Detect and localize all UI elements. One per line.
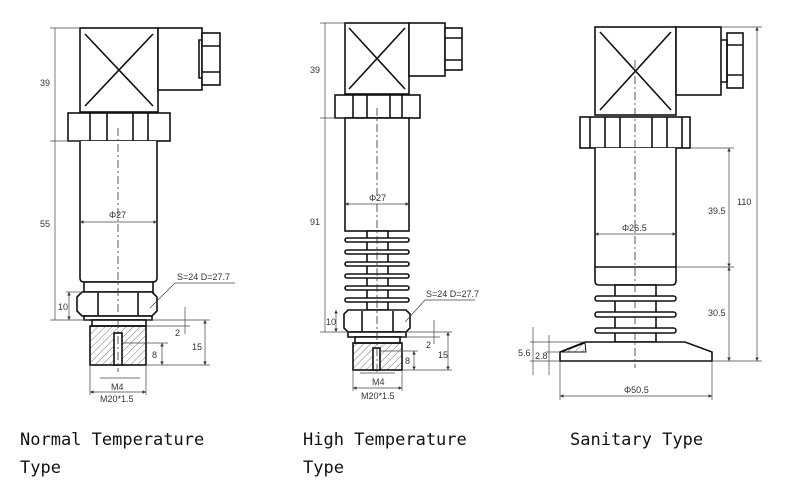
cable-connector [157,27,203,91]
high-temperature-drawing: 39 91 10 Φ27 S=24 D=27.7 2 15 8 M4 M20*1… [310,22,479,401]
cross-mark-icon [599,31,672,111]
dim-55: 55 [40,219,50,229]
dim-diameter: Φ26.5 [622,223,647,233]
sanitary-drawing: 110 39.5 30.5 Φ26.5 5.6 2.8 Φ50.5 [518,26,762,400]
dim-30-5: 30.5 [708,308,726,318]
cooling-fins [594,295,677,334]
dim-m4: M4 [111,382,124,392]
dim-10: 10 [58,302,68,312]
dim-5-6: 5.6 [518,348,531,358]
cable-gland-nut [201,32,221,86]
dim-91: 91 [310,217,320,227]
dim-diameter: Φ27 [369,193,386,203]
dim-diameter: Φ27 [109,210,126,220]
dim-39: 39 [310,65,320,75]
hex-spec: S=24 D=27.7 [426,289,479,299]
dim-2: 2 [175,328,180,338]
caption-line: Sanitary Type [570,430,704,450]
dim-39-5: 39.5 [708,206,726,216]
dim-2-8: 2.8 [535,351,548,361]
dim-39: 39 [40,78,50,88]
dim-2: 2 [426,340,431,350]
knurled-ring [67,112,171,142]
caption-line: Type [20,458,61,478]
caption-line: Normal Temperature [20,430,205,450]
dim-10: 10 [326,317,336,327]
dim-15: 15 [192,342,202,352]
dim-110: 110 [737,197,751,207]
dim-thread: M20*1.5 [361,391,395,401]
caption-high-temperature: High Temperature Type [303,426,467,482]
dim-thread: M20*1.5 [100,394,134,404]
dim-15: 15 [438,350,448,360]
caption-sanitary: Sanitary Type [570,426,703,454]
caption-line: High Temperature [303,430,467,450]
hex-nut [76,291,158,317]
hex-spec: S=24 D=27.7 [177,272,230,282]
dim-flange-diameter: Φ50.5 [624,385,649,395]
cross-mark-icon [348,27,406,90]
dim-m4: M4 [372,377,385,387]
caption-line: Type [303,458,344,478]
caption-normal-temperature: Normal Temperature Type [20,426,204,482]
dim-8: 8 [152,350,157,360]
dim-8: 8 [405,356,410,366]
normal-temperature-drawing: 39 55 10 Φ27 S=24 D=27.7 2 15 8 M4 M20*1… [40,27,235,404]
cross-mark-icon [84,33,154,107]
